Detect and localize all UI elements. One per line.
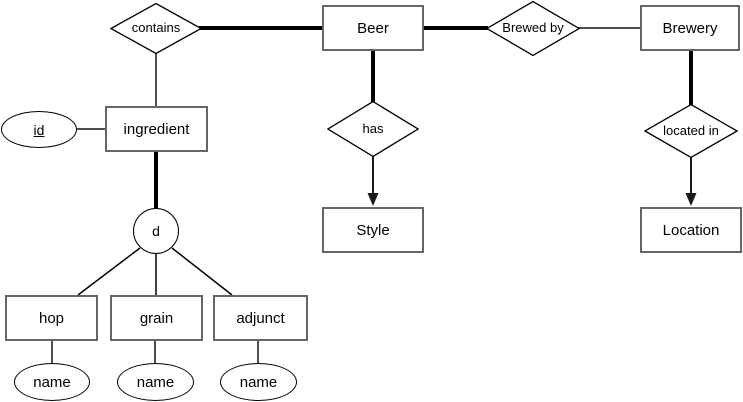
relationship-contains-label: contains xyxy=(131,20,181,36)
diamond-shape xyxy=(644,104,738,158)
entity-location-label: Location xyxy=(662,221,720,239)
entity-location: Location xyxy=(640,207,742,253)
relationship-has: has xyxy=(327,101,419,157)
arrowhead-location xyxy=(685,193,697,206)
attribute-adjunct-name-label: name xyxy=(239,373,278,391)
relationship-brewed-by-label: Brewed by xyxy=(502,20,564,36)
specialization-d-circle: d xyxy=(133,208,179,254)
entity-ingredient-label: ingredient xyxy=(123,120,190,138)
entity-brewery-label: Brewery xyxy=(662,19,718,37)
diamond-shape xyxy=(110,3,202,54)
relationship-has-label: has xyxy=(362,120,384,136)
relationship-located-in: located in xyxy=(644,104,738,158)
attribute-hop-name: name xyxy=(14,363,90,401)
entity-grain: grain xyxy=(110,295,203,341)
entity-brewery: Brewery xyxy=(640,5,740,51)
diamond-shape xyxy=(486,1,580,56)
attribute-adjunct-name: name xyxy=(220,363,297,401)
attribute-hop-name-label: name xyxy=(33,373,71,391)
entity-hop-label: hop xyxy=(38,309,65,327)
entity-hop: hop xyxy=(5,295,98,341)
attribute-grain-name: name xyxy=(117,363,194,401)
entity-style-label: Style xyxy=(356,221,390,239)
attribute-id-label: id xyxy=(33,121,45,138)
entity-beer: Beer xyxy=(322,5,424,51)
entity-style: Style xyxy=(322,207,424,253)
edge-d-hop xyxy=(77,247,141,296)
relationship-located-in-label: located in xyxy=(663,122,719,138)
attribute-grain-name-label: name xyxy=(136,373,175,391)
relationship-brewed-by: Brewed by xyxy=(486,1,580,56)
specialization-d-label: d xyxy=(152,223,160,239)
entity-beer-label: Beer xyxy=(357,19,389,37)
entity-grain-label: grain xyxy=(139,309,174,327)
diamond-shape xyxy=(327,101,419,157)
entity-adjunct: adjunct xyxy=(213,295,308,341)
edge-d-adjunct xyxy=(171,247,233,296)
entity-adjunct-label: adjunct xyxy=(236,309,285,327)
entity-ingredient: ingredient xyxy=(105,106,208,152)
arrowhead-style xyxy=(367,193,379,206)
attribute-id: id xyxy=(1,111,77,148)
relationship-contains: contains xyxy=(110,3,202,54)
